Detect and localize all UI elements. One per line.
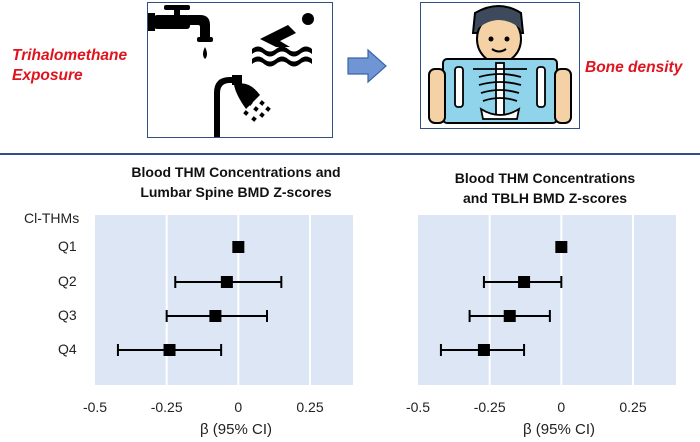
chart2-title-line2: and TBLH BMD Z-scores (462, 190, 628, 206)
shower-icon (214, 75, 271, 137)
chart2-x-tick-label: 0 (557, 399, 566, 415)
chart2-point-estimate (477, 344, 490, 356)
chart2-point-estimate (503, 310, 516, 322)
chart1-point-estimate (209, 310, 222, 322)
chart2-title: Blood THM Concentrations and TBLH BMD Z-… (415, 168, 675, 208)
chart1-x-tick-label: -0.5 (82, 399, 108, 415)
chart2-x-tick-label: -0.25 (473, 399, 506, 415)
chart2-plot-area (418, 215, 676, 385)
exposure-icon-box (147, 2, 333, 138)
chart1-point-estimate (232, 241, 245, 253)
chart2-x-axis-label: β (95% CI) (523, 421, 595, 438)
section-divider (0, 153, 700, 155)
chart1-group-label: Cl-THMs (24, 210, 80, 226)
chart1-title: Blood THM Concentrations and Lumbar Spin… (86, 162, 386, 202)
chart2-point-estimate (518, 276, 531, 288)
faucet-icon (148, 5, 213, 59)
chart1-category-label: Q2 (58, 273, 77, 289)
chart1-category-label: Q4 (58, 341, 77, 357)
chart1-title-line1: Blood THM Concentrations and (131, 164, 341, 180)
chart1-category-label: Q1 (58, 238, 77, 254)
chart2-title-line1: Blood THM Concentrations (454, 170, 636, 186)
swimmer-icon (252, 13, 314, 67)
chart1-title-line2: Lumbar Spine BMD Z-scores (140, 184, 332, 200)
chart1-point-estimate (163, 344, 176, 356)
exposure-label: Trihalomethane Exposure (12, 46, 152, 86)
outcome-icon-box (420, 2, 580, 129)
chart2-x-tick-label: 0.25 (619, 399, 647, 415)
chart1-x-tick-label: 0 (234, 399, 243, 415)
chart1-category-label: Q3 (58, 307, 77, 323)
chart1-x-axis-label: β (95% CI) (200, 421, 272, 438)
chart2-x-tick-label: -0.5 (405, 399, 431, 415)
chart1-point-estimate (220, 276, 233, 288)
exposure-icons (148, 5, 314, 137)
chart1-plot-area (95, 215, 353, 385)
exposure-label-line1: Trihalomethane (12, 47, 128, 64)
xray-person-icon (428, 5, 572, 124)
exposure-label-line2: Exposure (12, 67, 83, 84)
chart1-x-tick-label: -0.25 (150, 399, 183, 415)
outcome-label: Bone density (585, 59, 683, 76)
chart1-x-tick-label: 0.25 (296, 399, 324, 415)
chart2-point-estimate (555, 241, 568, 253)
